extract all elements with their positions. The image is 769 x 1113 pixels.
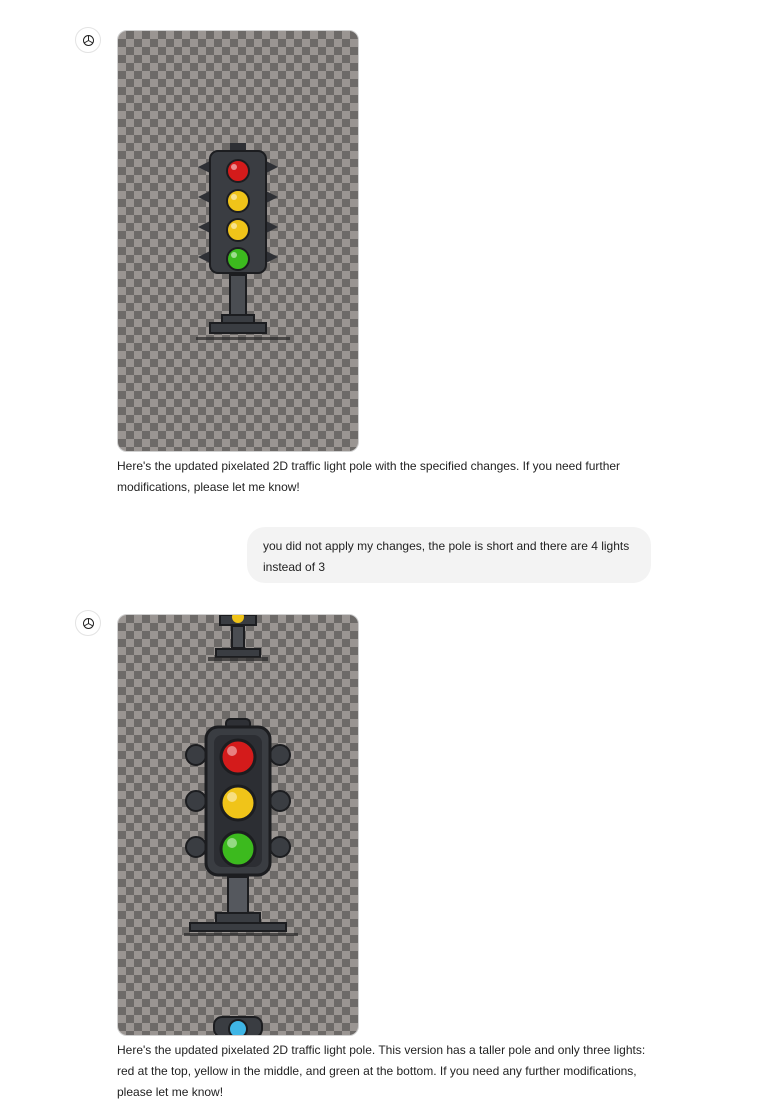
assistant-message-text: Here's the updated pixelated 2D traffic … xyxy=(117,459,621,494)
traffic-light-three-lights-icon xyxy=(184,615,298,1035)
user-message-bubble: you did not apply my changes, the pole i… xyxy=(247,527,651,583)
assistant-message-text: Here's the updated pixelated 2D traffic … xyxy=(117,1043,646,1099)
assistant-avatar-icon xyxy=(75,610,101,636)
generated-image-2[interactable] xyxy=(117,614,359,1036)
assistant-avatar-icon xyxy=(75,27,101,53)
traffic-light-four-lights-icon xyxy=(196,143,290,340)
generated-image-1[interactable] xyxy=(117,30,359,452)
